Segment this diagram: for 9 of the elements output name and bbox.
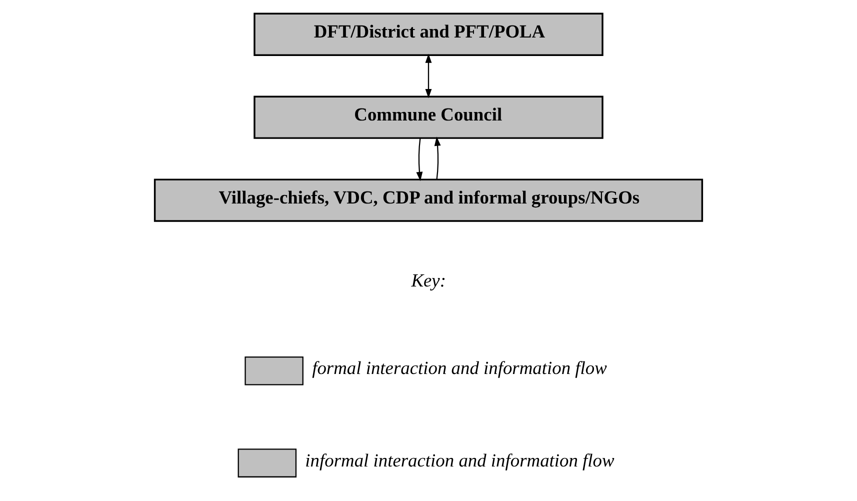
node-box: Village-chiefs, VDC, CDP and informal groups/NGOs [154,178,704,222]
arrow [425,53,432,98]
arrow [416,138,423,181]
legend-label: formal interaction and information flow [312,358,607,378]
label: Key: [411,270,446,290]
arrow [434,136,441,179]
node-box: DFT/District and PFT/POLA [254,12,604,56]
node-box: Commune Council [254,95,604,138]
legend-label: informal interaction and information flow [305,450,614,470]
